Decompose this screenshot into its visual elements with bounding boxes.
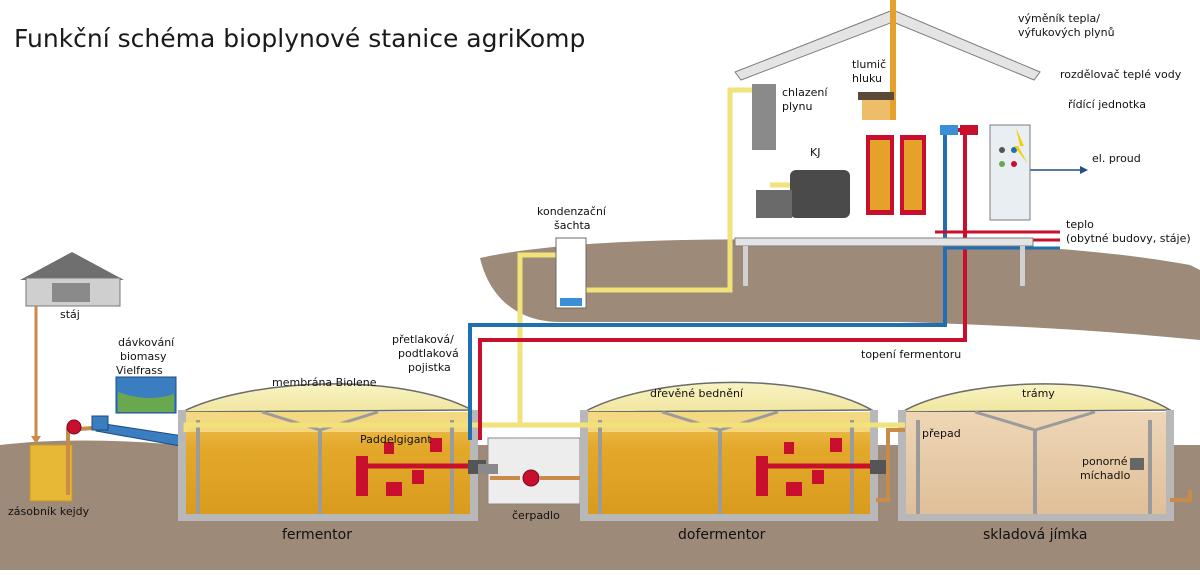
safety-valve-label-3: pojistka bbox=[408, 361, 451, 374]
fermentor-label: fermentor bbox=[282, 527, 352, 543]
control-unit-label: řídící jednotka bbox=[1068, 98, 1146, 111]
wooden-cover-label: dřevěné bednění bbox=[650, 387, 744, 400]
heat-exchanger-label-2: výfukových plynů bbox=[1018, 26, 1115, 39]
heat-output-label-2: (obytné budovy, stáje) bbox=[1066, 232, 1191, 245]
submersible-mixer-label-1: ponorné bbox=[1082, 455, 1128, 468]
gas-cooling-label-1: chlazení bbox=[782, 86, 828, 99]
dofermentor-label: dofermentor bbox=[678, 527, 766, 543]
fermentor-heating-label: topení fermentoru bbox=[861, 348, 962, 361]
electricity-label: el. proud bbox=[1092, 152, 1141, 165]
page-title: Funkční schéma bioplynové stanice agriKo… bbox=[14, 24, 586, 53]
storage-label: skladová jímka bbox=[983, 527, 1088, 543]
slurry-tank-label: zásobník kejdy bbox=[8, 505, 90, 518]
chp-house bbox=[734, 0, 1041, 286]
fermentor-tank bbox=[178, 383, 478, 521]
storage-tank bbox=[898, 383, 1192, 521]
condensate-shaft-label-1: kondenzační bbox=[537, 205, 606, 218]
chp-label: KJ bbox=[810, 146, 821, 159]
silencer-label-1: tlumič bbox=[852, 58, 887, 71]
dosing-unit-icon bbox=[91, 376, 191, 448]
submersible-mixer-label-2: míchadlo bbox=[1080, 469, 1131, 482]
dosing-label-3: Vielfrass bbox=[116, 364, 163, 377]
safety-valve-label-2: podtlaková bbox=[398, 347, 459, 360]
safety-valve-label-1: přetlaková/ bbox=[392, 333, 454, 346]
barn-label: stáj bbox=[60, 308, 80, 321]
heat-output-label-1: teplo bbox=[1066, 218, 1094, 231]
dosing-label-1: dávkování bbox=[118, 336, 175, 349]
membrane-label: membrána Biolene bbox=[272, 376, 377, 389]
silencer-label-2: hluku bbox=[852, 72, 883, 85]
slurry-tank bbox=[29, 444, 73, 502]
paddle-mixer-label: Paddelgigant bbox=[360, 433, 432, 446]
hot-water-distributor-label: rozdělovač teplé vody bbox=[1060, 68, 1182, 81]
barn-icon bbox=[20, 252, 124, 307]
gas-cooling-label-2: plynu bbox=[782, 100, 813, 113]
dosing-label-2: biomasy bbox=[120, 350, 167, 363]
gas-pipe bbox=[183, 87, 905, 432]
dofermentor-tank bbox=[580, 381, 888, 521]
pump-label: čerpadlo bbox=[512, 509, 560, 522]
heat-exchanger-label-1: výměník tepla/ bbox=[1018, 12, 1100, 25]
beams-label: trámy bbox=[1022, 387, 1055, 400]
overflow-label: přepad bbox=[922, 427, 961, 440]
condensate-shaft-label-2: šachta bbox=[554, 219, 591, 232]
